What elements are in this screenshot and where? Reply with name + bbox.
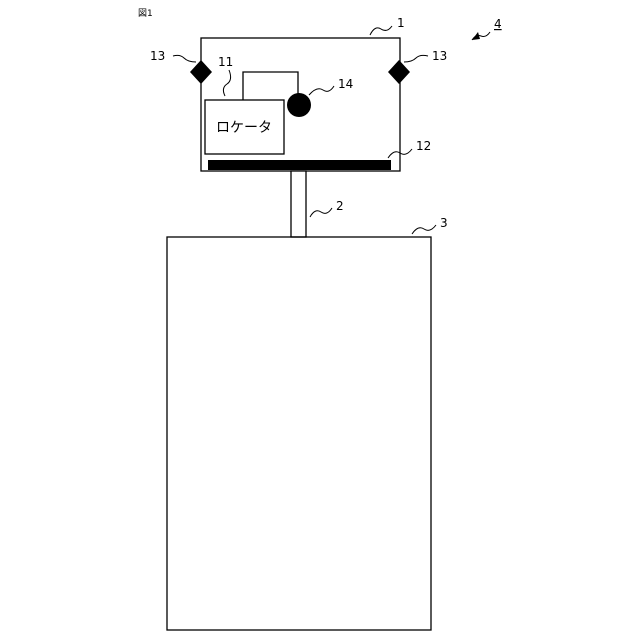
leader-14 [309, 86, 334, 95]
leader-13-left [173, 55, 196, 62]
leader-1 [370, 26, 392, 35]
base-box [167, 237, 431, 630]
figure-label: 図1 [138, 8, 153, 19]
ref-num-13-right: 13 [432, 49, 447, 63]
marker-left-diamond [190, 60, 212, 84]
leader-2 [310, 208, 332, 217]
ref-num-2: 2 [336, 199, 344, 213]
pole [291, 171, 306, 237]
leader-13-right [404, 55, 428, 62]
leader-4-arrowhead [472, 32, 480, 40]
leader-11 [223, 70, 230, 96]
ref-num-12: 12 [416, 139, 431, 153]
ref-num-4: 4 [494, 17, 502, 31]
ref-num-14: 14 [338, 77, 353, 91]
ref-num-13-left: 13 [150, 49, 165, 63]
locator-box-text: ロケータ [216, 120, 272, 136]
ref-num-1: 1 [397, 16, 405, 30]
marker-right-diamond [388, 60, 410, 84]
ref-num-11: 11 [218, 55, 233, 69]
ref-num-3: 3 [440, 216, 448, 230]
plate-bar [208, 160, 391, 170]
wire-loop [243, 72, 298, 100]
leader-3 [412, 225, 436, 234]
sensor-dot [287, 93, 311, 117]
